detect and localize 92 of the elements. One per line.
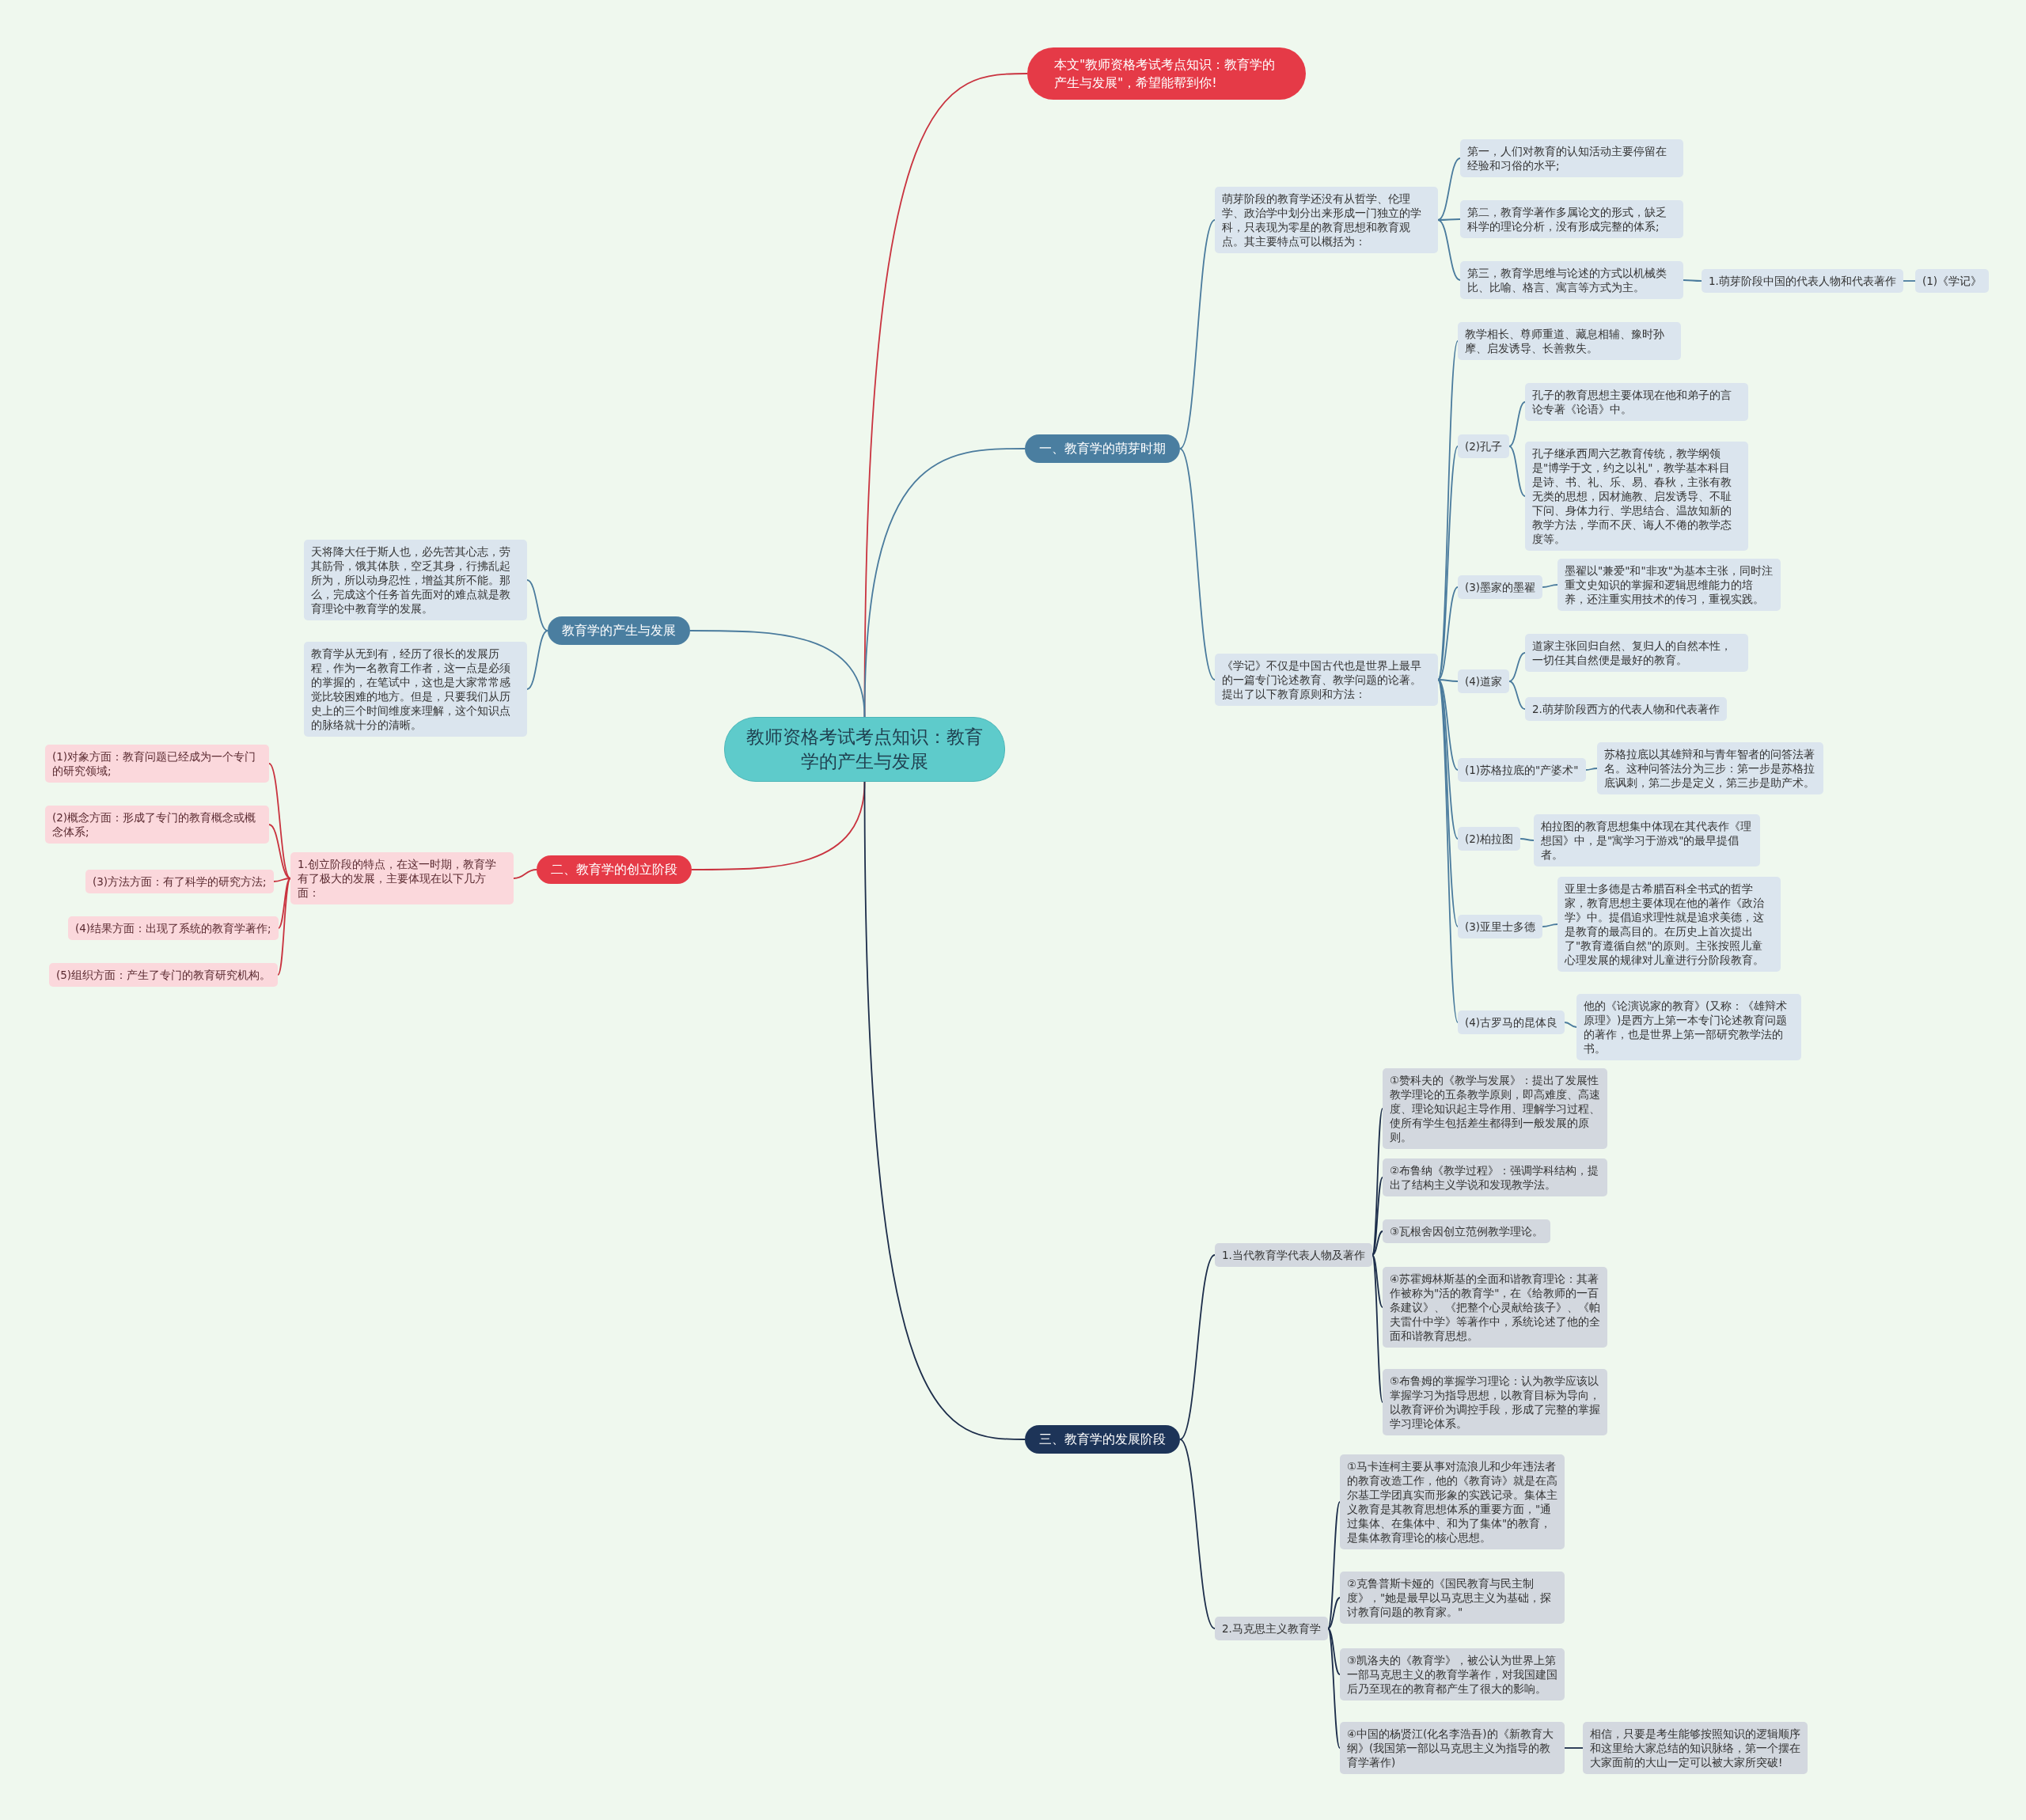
connector (272, 878, 291, 882)
connector (1564, 1747, 1584, 1749)
topic-box: ⑤布鲁姆的掌握学习理论：认为教学应该以掌握学习为指导思想，以教育目标为导向，以教育评价为调控手段，形成了完整的掌握学习理论体系。 (1383, 1369, 1607, 1435)
connector (268, 824, 291, 879)
connector (277, 878, 291, 976)
topic-box: (4)结果方面：出现了系统的教育学著作; (68, 916, 279, 940)
topic-box: (4)道家 (1458, 669, 1510, 693)
branch-topic: 二、教育学的创立阶段 (537, 855, 692, 884)
topic-box: 天将降大任于斯人也，必先苦其心志，劳其筋骨，饿其体肤，空乏其身，行拂乱起所为，所以动身忍性，增益其所不能。那么，完成这个任务首先面对的难点就是教育理论中教育学的发展。 (304, 540, 527, 620)
topic-box: (3)方法方面：有了科学的研究方法; (85, 870, 274, 893)
topic-box: 教育学从无到有，经历了很长的发展历程，作为一名教育工作者，这一点是必须的掌握的，在笔试中，这也是大家常常感觉比较困难的地方。但是，只要我们从历史上的三个时间维度来理解，这个知识点的脉络就十分的清晰。 (304, 642, 527, 737)
topic-box: 萌芽阶段的教育学还没有从哲学、伦理学、政治学中划分出来形成一门独立的学科，只表现为零星的教育思想和教育观点。其主要特点可以概括为： (1215, 187, 1438, 253)
connector (689, 630, 866, 718)
connector (1327, 1597, 1341, 1629)
topic-box: ②布鲁纳《教学过程》：强调学科结构，提出了结构主义学说和发现教学法。 (1383, 1158, 1607, 1196)
topic-box: (4)古罗马的昆体良 (1458, 1010, 1565, 1034)
topic-box: 第三，教育学思维与论述的方式以机械类比、比喻、格言、寓言等方式为主。 (1460, 261, 1683, 299)
connector (1437, 679, 1459, 682)
connector (1584, 768, 1598, 771)
topic-box: 2.萌芽阶段西方的代表人物和代表著作 (1525, 697, 1727, 721)
branch-topic: 三、教育学的发展阶段 (1025, 1425, 1180, 1454)
topic-box: 道家主张回归自然、复归人的自然本性，一切任其自然便是最好的教育。 (1525, 634, 1748, 672)
topic-box: (1)对象方面：教育问题已经成为一个专门的研究领域; (45, 745, 269, 783)
topic-box: (2)概念方面：形成了专门的教育概念或概念体系; (45, 806, 269, 844)
topic-box: ④苏霍姆林斯基的全面和谐教育理论：其著作被称为"活的教育学"，在《给教师的一百条建议》、《把整个心灵献给孩子》、《帕夫雷什中学》等著作中，系统论述了他的全面和谐教育思想。 (1383, 1267, 1607, 1348)
topic-box: (5)组织方面：产生了专门的教育研究机构。 (49, 963, 279, 987)
connector (1437, 586, 1459, 681)
branch-topic: 教育学的产生与发展 (548, 616, 690, 645)
topic-box: (1)《学记》 (1915, 269, 1990, 293)
connector (1179, 1254, 1216, 1440)
topic-box: 亚里士多德是古希腊百科全书式的哲学家，教育思想主要体现在他的著作《政治学》中。提倡追求理性就是追求美德，这是教育的最高目的。在历史上首次提出了"教育遵循自然"的原则。主张按照儿童心理发展的规律对儿童进行分阶段教育。 (1557, 877, 1781, 972)
topic-box: 1.萌芽阶段中国的代表人物和代表著作 (1702, 269, 1903, 293)
connector (863, 781, 1026, 1440)
connector (1327, 1628, 1341, 1675)
connector (1437, 679, 1459, 1023)
connector (1437, 446, 1459, 681)
topic-box: 孔子继承西周六艺教育传统，教学纲领是"博学于文，约之以礼"，教学基本科目是诗、书、礼、乐、易、春秋，主张有教无类的思想，因材施教、启发诱导、不耻下问、身体力行、学思结合、温故知新的教学方法，学而不厌、诲人不倦的教学态度等。 (1525, 442, 1748, 551)
connector (1542, 923, 1558, 927)
connector (1372, 1230, 1383, 1256)
topic-box: 柏拉图的教育思想集中体现在其代表作《理想国》中，是"寓学习于游戏"的最早提倡者。 (1534, 814, 1760, 866)
topic-box: (2)孔子 (1458, 434, 1510, 458)
connector (1372, 1254, 1383, 1403)
connector (1520, 838, 1535, 841)
topic-box: 孔子的教育思想主要体现在他和弟子的言论专著《论语》中。 (1525, 383, 1748, 421)
connector (1437, 218, 1461, 221)
topic-box: 2.马克思主义教育学 (1215, 1617, 1328, 1640)
topic-box: ①赞科夫的《教学与发展》：提出了发展性教学理论的五条教学原则，即高难度、高速度、理论知识起主导作用、理解学习过程、使所有学生包括差生都得到一般发展的原则。 (1383, 1068, 1607, 1149)
connector (1437, 219, 1461, 281)
connector (526, 630, 548, 690)
topic-box: (2)柏拉图 (1458, 827, 1521, 851)
connector (1372, 1254, 1383, 1308)
connector (1508, 401, 1526, 447)
connector (1179, 219, 1216, 449)
connector (513, 869, 537, 879)
topic-box: 1.当代教育学代表人物及著作 (1215, 1243, 1372, 1267)
connector (1179, 1439, 1216, 1629)
connector (277, 878, 291, 929)
connector (1542, 584, 1558, 588)
topic-box: 苏格拉底以其雄辩和与青年智者的问答法著名。这种问答法分为三步：第一步是苏格拉底讽刺，第二步是定义，第三步是助产术。 (1597, 742, 1823, 794)
connector (1508, 681, 1526, 710)
topic-box: (1)苏格拉底的"产婆术" (1458, 758, 1586, 782)
connector (268, 763, 291, 879)
connector (1903, 280, 1916, 282)
topic-box: ①马卡连柯主要从事对流浪儿和少年违法者的教育改造工作，他的《教育诗》就是在高尔基工学团真实而形象的实践记录。集体主义教育是其教育思想体系的重要方面，"通过集体、在集体中、和为了集体"的教育，是集体教育理论的核心思想。 (1340, 1454, 1565, 1549)
connector (526, 579, 548, 631)
connector (1508, 652, 1526, 682)
topic-box: ④中国的杨贤江(化名李浩吾)的《新教育大纲》(我国第一部以马克思主义为指导的教育学著作) (1340, 1722, 1565, 1774)
topic-box: (3)墨家的墨翟 (1458, 575, 1543, 599)
topic-box: 1.创立阶段的特点，在这一时期，教育学有了极大的发展，主要体现在以下几方面： (290, 852, 514, 904)
topic-box: 第一，人们对教育的认知活动主要停留在经验和习俗的水平; (1460, 139, 1683, 177)
connector (1179, 448, 1216, 681)
connector (1564, 1022, 1577, 1028)
branch-topic: 一、教育学的萌芽时期 (1025, 434, 1180, 463)
connector (1327, 1501, 1341, 1629)
topic-box: 他的《论演说家的教育》(又称：《雄辩术原理》)是西方上第一本专门论述教育问题的著作，也是世界上第一部研究教学法的书。 (1576, 994, 1801, 1060)
central-topic: 教师资格考试考点知识：教育学的产生与发展 (724, 717, 1005, 782)
topic-box: 相信，只要是考生能够按照知识的逻辑顺序和这里给大家总结的知识脉络，第一个摆在大家面前的大山一定可以被大家所突破! (1583, 1722, 1808, 1774)
topic-box: ③瓦根舍因创立范例教学理论。 (1383, 1219, 1551, 1243)
topic-box: 墨翟以"兼爱"和"非攻"为基本主张，同时注重文史知识的掌握和逻辑思维能力的培养，还注重实用技术的传习，重视实践。 (1557, 559, 1781, 611)
topic-box: ③凯洛夫的《教育学》，被公认为世界上第一部马克思主义的教育学著作，对我国建国后乃至现在的教育都产生了很大的影响。 (1340, 1648, 1565, 1701)
connector (1683, 279, 1702, 282)
topic-box: (3)亚里士多德 (1458, 915, 1543, 938)
connector (1327, 1628, 1341, 1749)
topic-box: 教学相长、尊师重道、藏息相辅、豫时孙摩、启发诱导、长善救失。 (1458, 322, 1681, 360)
topic-box: 第二，教育学著作多属论文的形式，缺乏科学的理论分析，没有形成完整的体系; (1460, 200, 1683, 238)
topic-box: 《学记》不仅是中国古代也是世界上最早的一篇专门论述教育、教学问题的论著。提出了以下教育原则和方法： (1215, 654, 1438, 706)
connector (1372, 1177, 1383, 1256)
note-bubble: 本文"教师资格考试考点知识：教育学的产生与发展"，希望能帮到你! (1027, 47, 1306, 100)
connector (1437, 157, 1461, 221)
connector (1437, 679, 1459, 771)
topic-box: ②克鲁普斯卡娅的《国民教育与民主制度》，"她是最早以马克思主义为基础，探讨教育问题的教育家。" (1340, 1572, 1565, 1624)
connector (1508, 446, 1526, 497)
